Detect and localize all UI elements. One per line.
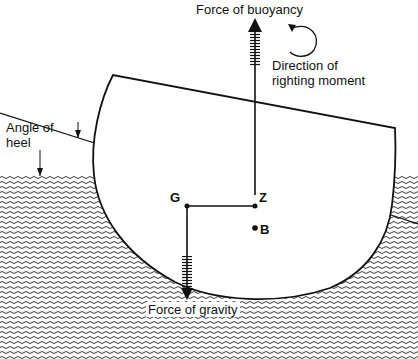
angle-label: Angle of heel — [6, 120, 70, 150]
arrowhead — [75, 130, 81, 138]
point-b — [252, 225, 258, 231]
force-label: Force of buoyancy — [196, 2, 303, 17]
arrow-feathers — [182, 256, 192, 288]
arrowhead — [37, 168, 43, 176]
point-label: G — [170, 190, 180, 205]
point-label: Z — [259, 190, 267, 205]
point-g — [185, 204, 190, 209]
moment-label: Direction of righting moment — [272, 58, 382, 88]
arrowhead — [288, 24, 296, 32]
arrowhead — [181, 288, 193, 300]
point-label: B — [260, 222, 269, 237]
arrow-feathers — [250, 30, 260, 66]
gz-arm — [187, 205, 255, 207]
heel-line — [388, 214, 418, 224]
force-label: Force of gravity — [146, 302, 240, 317]
arrowhead — [248, 18, 262, 32]
point-z — [253, 204, 258, 209]
moment-arrow — [290, 27, 317, 57]
hull — [93, 75, 395, 299]
